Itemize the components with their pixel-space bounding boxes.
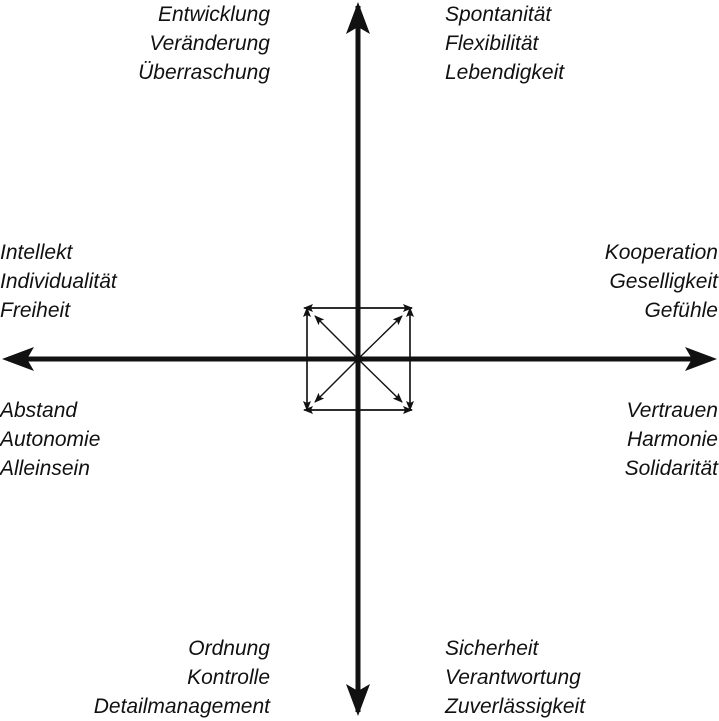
label: Kontrolle bbox=[187, 666, 270, 689]
bottom-right-labels: Sicherheit Verantwortung Zuverlässigkeit bbox=[445, 634, 585, 721]
label: Gefühle bbox=[644, 299, 718, 322]
label: Zuverlässigkeit bbox=[445, 695, 586, 718]
diagonal-arrow-up-right bbox=[357, 315, 403, 360]
bottom-left-labels: Ordnung Kontrolle Detailmanagement bbox=[94, 634, 270, 721]
diagonal-arrow-up-left bbox=[314, 315, 359, 360]
label: Überraschung bbox=[138, 61, 270, 84]
right-upper-labels: Kooperation Geselligkeit Gefühle bbox=[605, 238, 718, 325]
vertical-axis bbox=[346, 2, 370, 716]
left-lower-labels: Abstand Autonomie Alleinsein bbox=[0, 396, 100, 483]
label: Lebendigkeit bbox=[445, 61, 565, 84]
vertical-axis-bottom-arrowhead bbox=[346, 684, 370, 716]
label: Flexibilität bbox=[445, 32, 539, 55]
label: Alleinsein bbox=[0, 457, 90, 480]
horizontal-axis bbox=[2, 347, 717, 371]
label: Kooperation bbox=[604, 241, 718, 264]
label: Freiheit bbox=[0, 299, 71, 322]
horizontal-axis-right-arrowhead bbox=[685, 347, 717, 371]
label: Sicherheit bbox=[445, 637, 539, 660]
right-lower-labels: Vertrauen Harmonie Solidarität bbox=[625, 396, 718, 483]
top-left-labels: Entwicklung Veränderung Überraschung bbox=[138, 0, 270, 87]
horizontal-axis-left-arrowhead bbox=[2, 347, 34, 371]
center-arrow-square bbox=[303, 304, 414, 414]
diagonal-arrow-down-left bbox=[314, 358, 359, 403]
label: Abstand bbox=[0, 399, 78, 422]
label: Veränderung bbox=[149, 32, 270, 55]
label: Autonomie bbox=[0, 428, 101, 451]
label: Spontanität bbox=[445, 3, 552, 26]
top-right-labels: Spontanität Flexibilität Lebendigkeit bbox=[445, 0, 564, 87]
vertical-axis-top-arrowhead bbox=[346, 2, 370, 34]
left-upper-labels: Intellekt Individualität Freiheit bbox=[0, 238, 117, 325]
label: Geselligkeit bbox=[609, 270, 718, 293]
diagonal-arrow-down-right bbox=[357, 358, 403, 403]
label: Entwicklung bbox=[157, 3, 270, 26]
label: Verantwortung bbox=[445, 666, 581, 689]
label: Harmonie bbox=[626, 428, 718, 451]
label: Ordnung bbox=[188, 637, 270, 660]
label: Individualität bbox=[0, 270, 117, 293]
label: Detailmanagement bbox=[93, 695, 270, 718]
label: Intellekt bbox=[0, 241, 73, 264]
label: Vertrauen bbox=[626, 399, 718, 422]
label: Solidarität bbox=[624, 457, 718, 480]
